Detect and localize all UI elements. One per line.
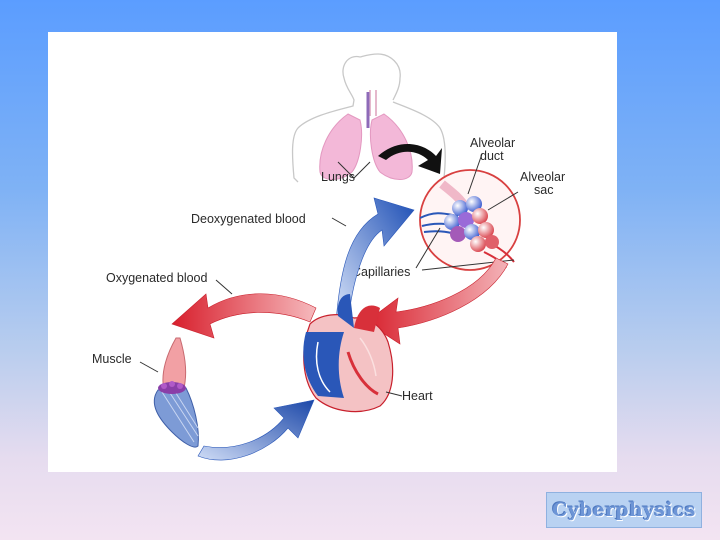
oxygenated-blood-label: Oxygenated blood (106, 271, 208, 285)
lungs-label: Lungs (321, 170, 355, 184)
alveolar-duct-label-2: duct (480, 149, 504, 163)
cyberphysics-logo: Cyberphysics (546, 492, 702, 528)
magnify-arrow (378, 143, 442, 174)
capillaries-label: Capillaries (352, 265, 410, 279)
deoxygenated-blood-label: Deoxygenated blood (191, 212, 306, 226)
alveoli-magnified (419, 153, 521, 271)
deoxygenated-arrow-to-lungs (335, 197, 415, 325)
muscle-label: Muscle (92, 352, 132, 366)
brand-text: Cyberphysics (552, 499, 696, 521)
muscle (153, 337, 199, 448)
circulation-diagram: Lungs Alveolar duct Alveolar sac Capilla… (92, 53, 565, 461)
alveolar-sac-label-1: Alveolar (520, 170, 565, 184)
diagram-panel: Lungs Alveolar duct Alveolar sac Capilla… (48, 32, 617, 472)
alveolar-sac-label-2: sac (534, 183, 553, 197)
oxygenated-arrow-to-muscle (171, 293, 317, 339)
heart-label: Heart (402, 389, 433, 403)
torso-with-lungs (291, 53, 446, 183)
deoxygenated-arrow-from-muscle (197, 399, 315, 461)
alveolar-duct-label-1: Alveolar (470, 136, 515, 150)
heart (303, 294, 394, 413)
